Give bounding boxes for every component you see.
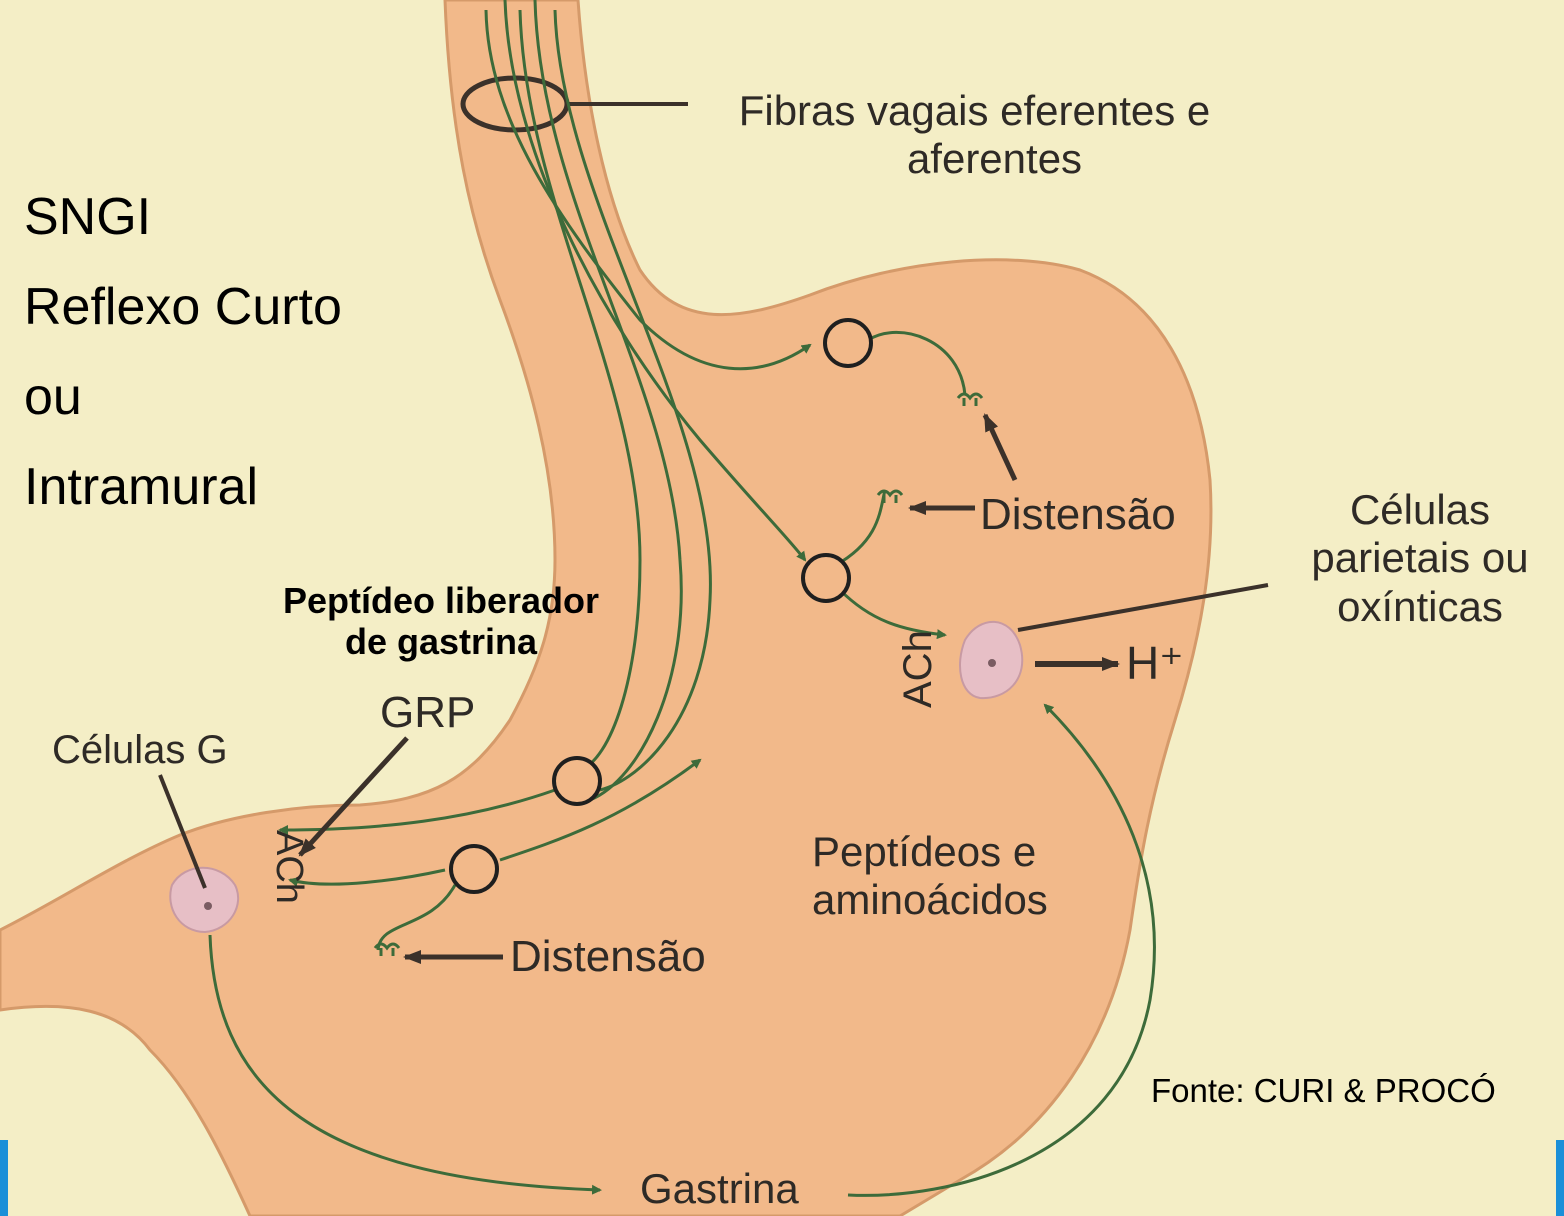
title-line-4: Intramural bbox=[24, 442, 342, 532]
label-peptides: Peptídeos e aminoácidos bbox=[812, 828, 1048, 925]
label-vagal-line-2: aferentes bbox=[692, 135, 1257, 183]
ganglion-lower-1 bbox=[554, 758, 600, 804]
label-parietal-line-1: Células bbox=[1280, 486, 1560, 534]
title-line-3: ou bbox=[24, 352, 342, 442]
title-line-2: Reflexo Curto bbox=[24, 262, 342, 352]
ganglion-upper bbox=[825, 320, 871, 366]
label-distension-upper: Distensão bbox=[980, 490, 1176, 541]
ganglion-mid bbox=[803, 555, 849, 601]
label-ach-lower: ACh bbox=[266, 830, 310, 904]
label-peptides-line-1: Peptídeos e bbox=[812, 828, 1048, 876]
label-hplus: H⁺ bbox=[1126, 637, 1184, 690]
label-parietal-cells: Células parietais ou oxínticas bbox=[1280, 486, 1560, 631]
label-peptides-line-2: aminoácidos bbox=[812, 876, 1048, 924]
g-cell bbox=[170, 868, 238, 932]
label-parietal-line-3: oxínticas bbox=[1280, 583, 1560, 631]
title-line-1: SNGI bbox=[24, 172, 342, 262]
label-vagal-fibers: Fibras vagais eferentes e aferentes bbox=[692, 87, 1257, 184]
label-ach-upper: ACh bbox=[895, 630, 941, 708]
label-parietal-line-2: parietais ou bbox=[1280, 534, 1560, 582]
left-accent-bar bbox=[0, 1140, 8, 1216]
label-vagal-line-1: Fibras vagais eferentes e bbox=[692, 87, 1257, 135]
label-grp-line-1: Peptídeo liberador bbox=[256, 580, 626, 621]
right-accent-bar bbox=[1556, 1140, 1564, 1216]
label-distension-lower: Distensão bbox=[510, 932, 706, 983]
parietal-nucleus bbox=[988, 659, 996, 667]
label-g-cells: Células G bbox=[52, 727, 228, 773]
slide-title: SNGI Reflexo Curto ou Intramural bbox=[24, 172, 342, 532]
label-gastrin: Gastrina bbox=[640, 1165, 799, 1213]
source-caption: Fonte: CURI & PROCÓ bbox=[1151, 1072, 1496, 1110]
label-grp-name: Peptídeo liberador de gastrina bbox=[256, 580, 626, 663]
g-cell-nucleus bbox=[204, 902, 212, 910]
label-grp: GRP bbox=[380, 688, 475, 739]
label-grp-line-2: de gastrina bbox=[256, 621, 626, 662]
ganglion-lower-2 bbox=[451, 846, 497, 892]
